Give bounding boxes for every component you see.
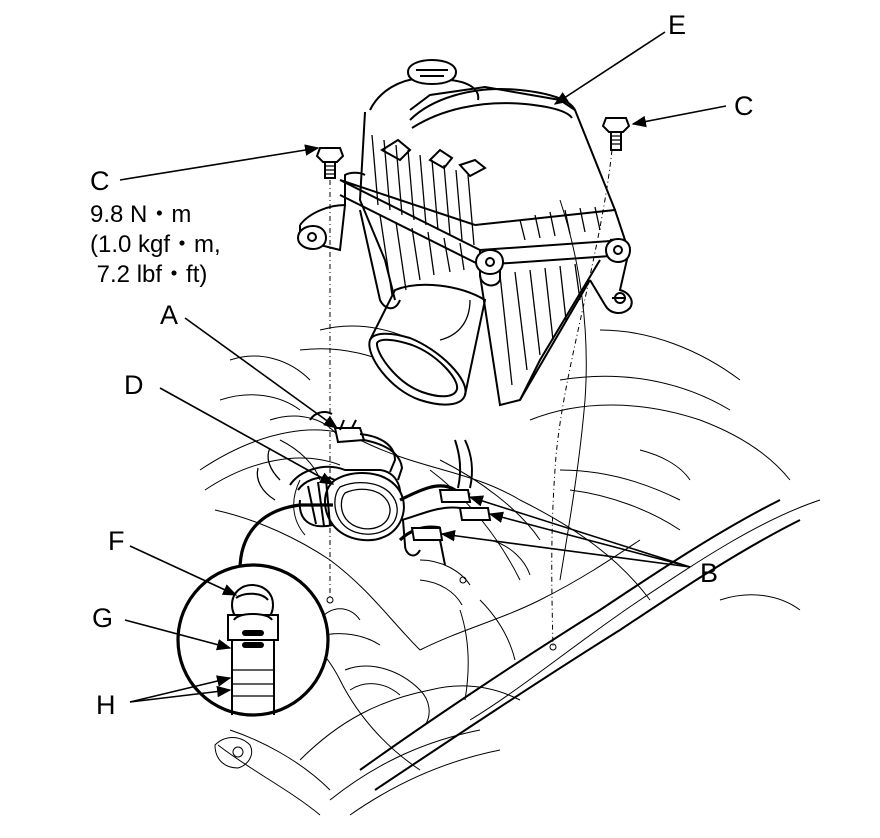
torque-spec: 9.8 N・m (1.0 kgf・m, 7.2 lbf・ft) [90,200,221,290]
torque-spec-metric: 9.8 N・m [90,201,192,228]
mounting-bolt-left [315,147,345,179]
label-h: H [96,690,116,720]
label-a: A [160,300,179,330]
leader-lines [119,31,727,703]
label-d: D [124,370,144,400]
label-c-left: C [90,166,110,196]
label-b: B [700,558,719,588]
label-c-right: C [734,91,754,121]
torque-spec-lbf: 7.2 lbf・ft) [90,261,208,288]
engine-bay-background [199,149,821,816]
label-f: F [108,526,125,556]
clamp-detail-inset [176,503,333,717]
air-cleaner-housing [296,58,633,407]
housing-outlet-duct [368,283,487,406]
label-e: E [668,10,687,40]
label-g: G [92,603,114,633]
torque-spec-kgf: (1.0 kgf・m, [90,231,221,258]
sensor-and-hoses [309,411,492,566]
mounting-bolt-right [601,117,631,151]
